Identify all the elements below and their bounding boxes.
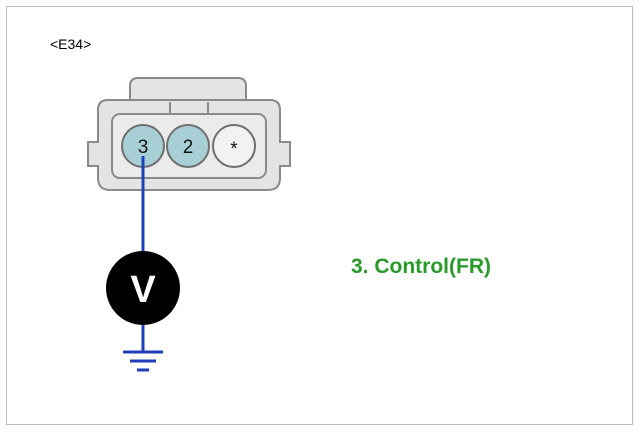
- connector-id-label: <E34>: [50, 36, 92, 52]
- pin-empty-label: *: [230, 139, 238, 160]
- measurement-caption: 3. Control(FR): [351, 255, 491, 278]
- voltmeter: V: [106, 251, 180, 325]
- pin-2: 2: [166, 124, 210, 168]
- voltmeter-symbol: V: [130, 269, 156, 311]
- ground-icon: [123, 350, 163, 372]
- pin-3-label: 3: [138, 137, 149, 158]
- diagram-frame: [6, 6, 633, 425]
- pin-empty: *: [212, 124, 256, 168]
- pin-2-label: 2: [183, 137, 194, 158]
